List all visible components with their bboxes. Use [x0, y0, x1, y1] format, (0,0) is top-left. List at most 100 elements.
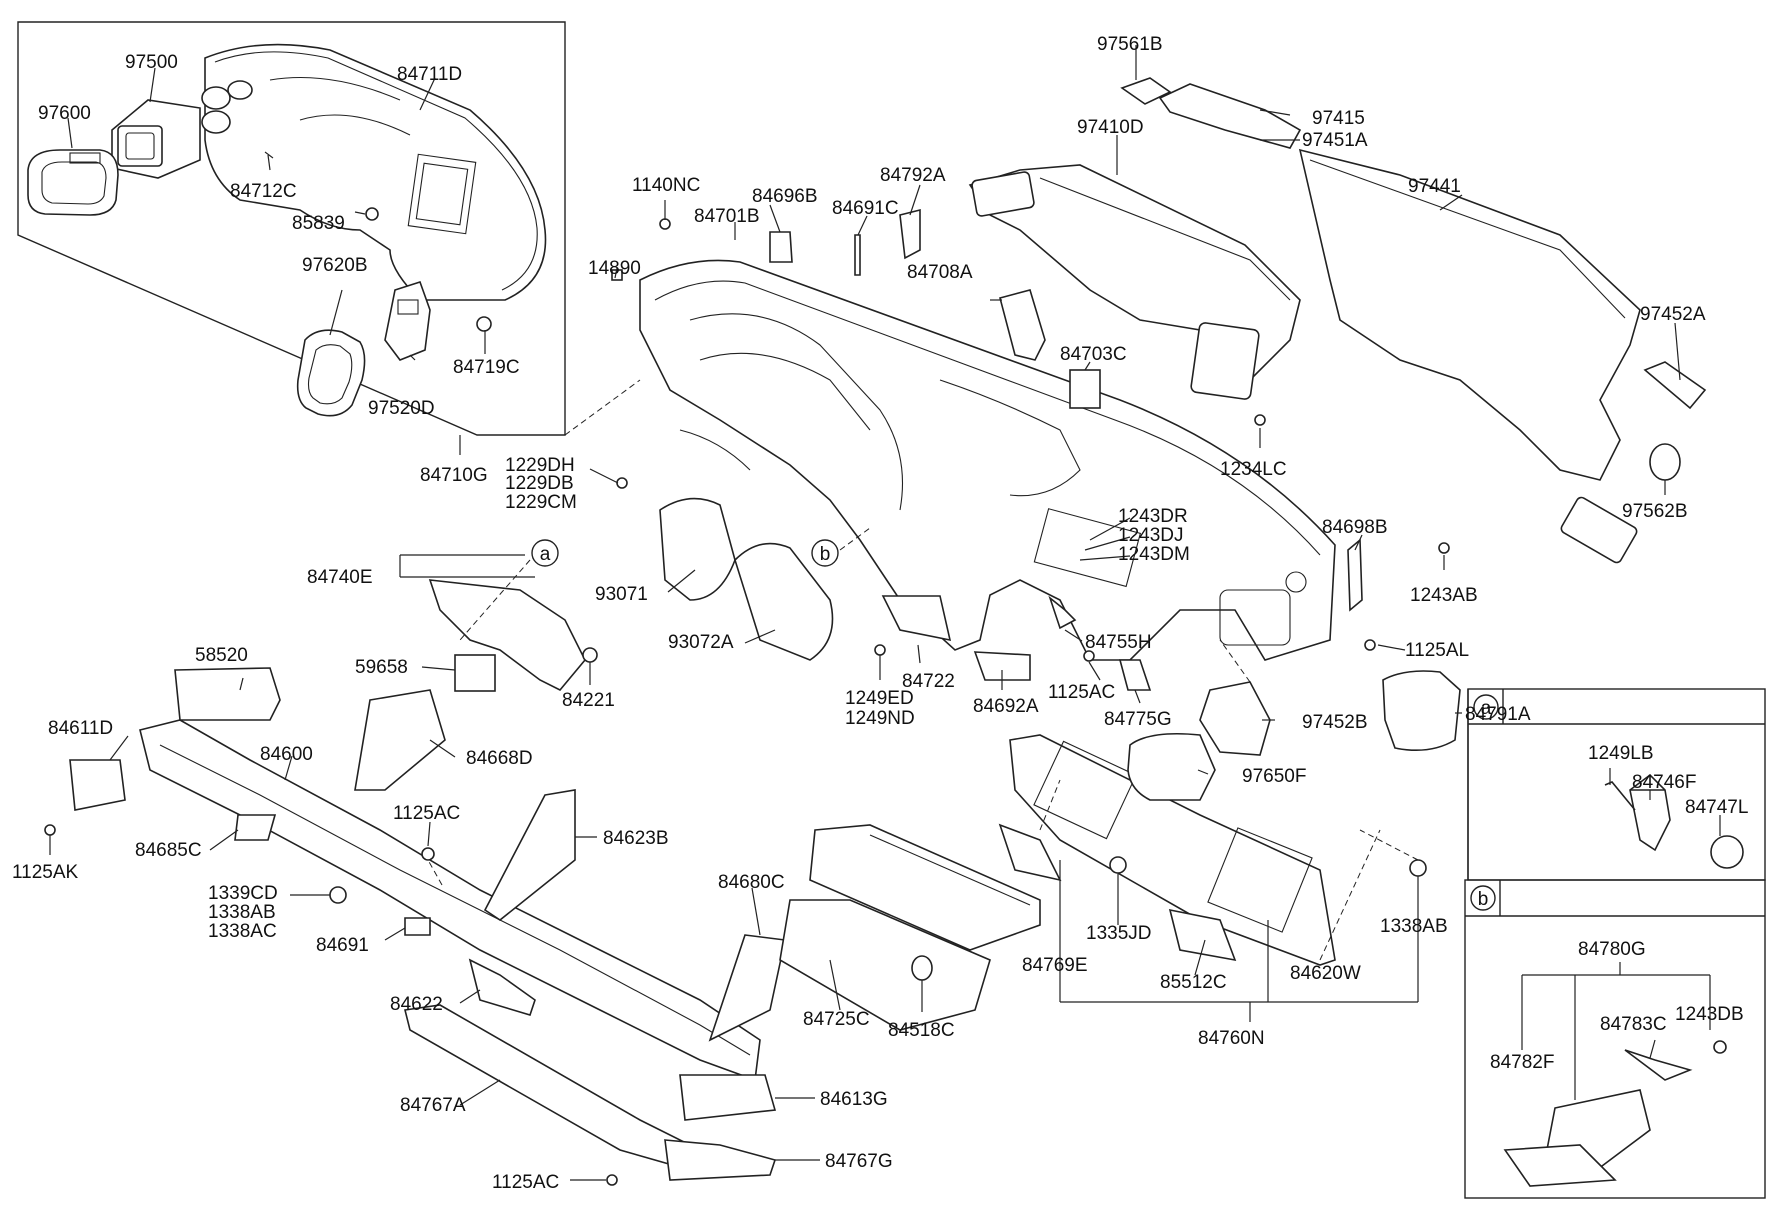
nut-1335JD [1109, 856, 1127, 874]
label-1125AL: 1125AL [1405, 640, 1469, 661]
clip-84691 [404, 917, 431, 936]
bracket-84611D [69, 759, 126, 811]
label-1339CD: 1339CD [208, 883, 278, 904]
glove-box-84725C [779, 824, 1041, 1031]
label-84701B: 84701B [694, 206, 760, 227]
label-1338AC: 1338AC [208, 921, 277, 942]
duct-97441 [1298, 148, 1641, 564]
label-84680C: 84680C [718, 872, 785, 893]
label-97451A: 97451A [1302, 130, 1368, 151]
label-84755H: 84755H [1085, 632, 1152, 653]
clip-84712C [264, 151, 274, 159]
label-85512C: 85512C [1160, 972, 1227, 993]
label-84725C: 84725C [803, 1009, 870, 1030]
label-1229DH: 1229DH [505, 455, 575, 476]
bracket-84613G [679, 1074, 777, 1121]
label-84622: 84622 [390, 994, 443, 1015]
label-84783C: 84783C [1600, 1014, 1667, 1035]
label-97415: 97415 [1312, 108, 1365, 129]
clip-84719C [476, 316, 492, 332]
label-84685C: 84685C [135, 840, 202, 861]
callout-a: a [540, 544, 551, 565]
label-97562B: 97562B [1622, 501, 1688, 522]
label-97600: 97600 [38, 103, 91, 124]
label-97441: 97441 [1408, 176, 1461, 197]
crash-pad-main [639, 259, 1336, 661]
nut-1338AB-b [1409, 859, 1427, 877]
leader-lines [49, 45, 1721, 1181]
cover-93072A [734, 542, 834, 661]
label-84703C: 84703C [1060, 344, 1127, 365]
label-1338AB-right: 1338AB [1380, 916, 1448, 937]
detail-frames [17, 21, 1766, 1199]
label-84719C: 84719C [453, 357, 520, 378]
bracket-84623B [483, 789, 576, 921]
bracket-84755H [1048, 595, 1077, 630]
cover-93071 [659, 497, 736, 601]
detail-b-badge: b [1470, 885, 1496, 911]
vent-97500 [111, 99, 201, 179]
label-84620W: 84620W [1290, 963, 1361, 984]
label-1335JD: 1335JD [1086, 923, 1152, 944]
label-1229CM: 1229CM [505, 492, 577, 513]
bracket-84708A [999, 289, 1046, 361]
callout-b: b [820, 544, 831, 565]
bracket-84692A [973, 651, 1031, 681]
label-1249ED: 1249ED [845, 688, 914, 709]
label-1125AC-mid: 1125AC [393, 803, 460, 824]
duct-97410D [968, 164, 1301, 400]
cover-84769E [998, 823, 1062, 882]
label-1243DJ: 1243DJ [1118, 525, 1184, 546]
label-84691: 84691 [316, 935, 369, 956]
label-1234LC: 1234LC [1220, 459, 1287, 480]
label-1125AK: 1125AK [12, 862, 79, 883]
cover-84722 [881, 595, 952, 642]
label-97650F: 97650F [1242, 766, 1306, 787]
label-97520D: 97520D [368, 398, 435, 419]
label-97620B: 97620B [302, 255, 368, 276]
label-84782F: 84782F [1490, 1052, 1554, 1073]
label-84767A: 84767A [400, 1095, 466, 1116]
callout-b-guide [839, 527, 871, 551]
label-14890: 14890 [588, 258, 641, 279]
label-84767G: 84767G [825, 1151, 893, 1172]
bracket-84775G [1118, 659, 1152, 691]
label-84792A: 84792A [880, 165, 946, 186]
vent-97600 [27, 149, 119, 216]
label-1243DM: 1243DM [1118, 544, 1190, 565]
bracket-84680C [708, 934, 786, 1042]
cowl-cross-bar-84600 [139, 719, 761, 1082]
label-1125AC-upper: 1125AC [1048, 682, 1115, 703]
clip-84221 [582, 647, 598, 663]
label-84711D: 84711D [397, 64, 462, 85]
lower-panel-84620W [1009, 734, 1336, 966]
label-84740E: 84740E [307, 567, 373, 588]
label-97452B: 97452B [1302, 712, 1368, 733]
label-1243DR: 1243DR [1118, 506, 1188, 527]
detail-a-letter: a [1481, 698, 1492, 719]
label-84691C: 84691C [832, 198, 899, 219]
part-labels: 97500 84711D 97600 84712C 85839 97620B 8… [12, 34, 1748, 1193]
cover-85512C [1168, 908, 1237, 962]
bolt-85839 [365, 207, 379, 221]
grille-97562B [1649, 443, 1681, 481]
label-84746F: 84746F [1632, 772, 1696, 793]
label-1338AB-left: 1338AB [208, 902, 276, 923]
detail-a-parts [1604, 773, 1744, 869]
dashed-guides [427, 379, 1419, 961]
label-84696B: 84696B [752, 186, 818, 207]
label-84712C: 84712C [230, 181, 297, 202]
label-84600: 84600 [260, 744, 313, 765]
label-84692A: 84692A [973, 696, 1039, 717]
vent-97650F [1127, 732, 1216, 801]
label-84221: 84221 [562, 690, 615, 711]
detail-a-badge: a [1473, 694, 1499, 720]
label-84769E: 84769E [1022, 955, 1088, 976]
bracket-84668D [354, 689, 446, 791]
label-1243DB: 1243DB [1675, 1004, 1744, 1025]
label-84611D: 84611D [48, 718, 113, 739]
bracket-84698B [1347, 538, 1363, 612]
bracket-84696B [769, 231, 793, 263]
label-1249LB: 1249LB [1588, 743, 1654, 764]
